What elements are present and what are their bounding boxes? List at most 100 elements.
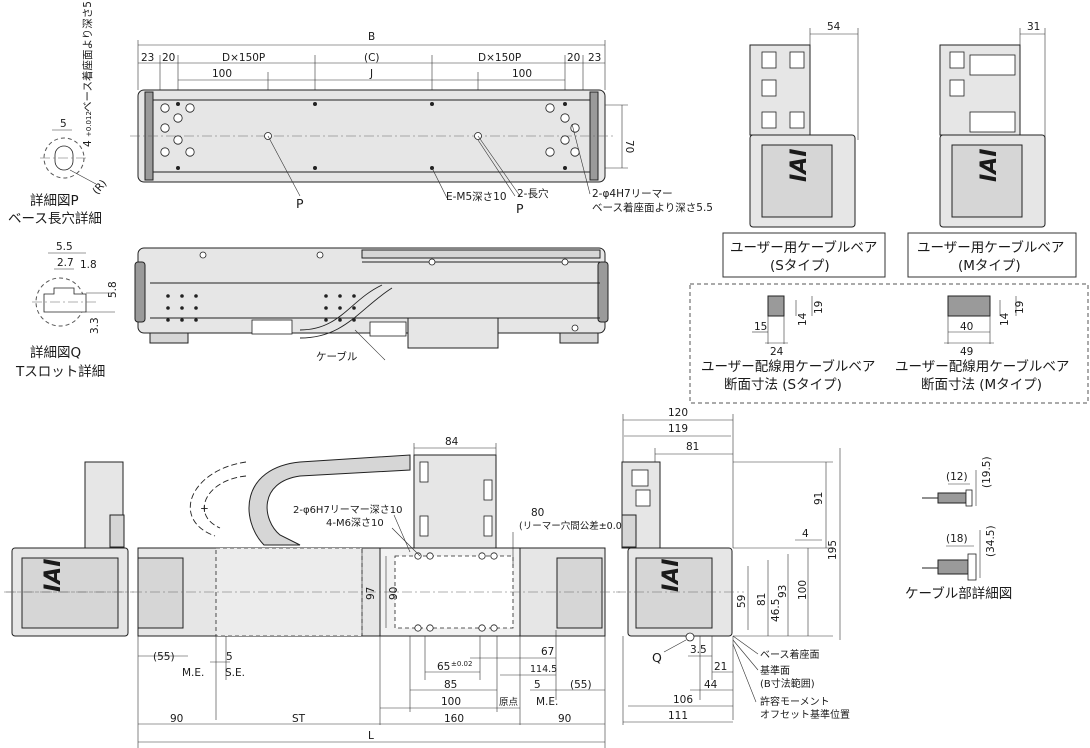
detail-p-subtitle: ベース長穴詳細 <box>8 211 102 227</box>
mounting-hole <box>563 166 567 170</box>
side-view-body <box>137 247 606 334</box>
cs-caption-m-2: 断面寸法 (Mタイプ) <box>921 377 1042 393</box>
mounting-hole <box>430 102 434 106</box>
cable-dim-19-5: (19.5) <box>981 456 993 488</box>
dim-65: 65 <box>437 661 450 673</box>
cs-m-h2: 19 <box>1014 301 1026 314</box>
dim-160: 160 <box>444 713 464 725</box>
mounting-hole <box>313 102 317 106</box>
mounting-hole <box>570 147 580 157</box>
detail-p: 5 4 +0.012 ベース着座面より深さ5.5 (R) 詳細図P ベース長穴詳… <box>8 0 109 227</box>
caption-box-s <box>722 232 886 278</box>
dim-31: 31 <box>1027 21 1040 33</box>
detail-p-tolerance: +0.012 <box>85 111 93 137</box>
callout-long-hole: 2-長穴 <box>517 187 549 200</box>
detail-q-dim-1-8: 1.8 <box>80 259 97 271</box>
label-me-left: M.E. <box>182 667 204 679</box>
dim-dx150p-left: D×150P <box>222 52 265 64</box>
label-se: S.E. <box>225 667 245 679</box>
dim-54: 54 <box>827 21 841 33</box>
dim-67: 67 <box>541 646 554 658</box>
cs-caption-m-1: ユーザー配線用ケーブルベア <box>895 358 1069 375</box>
mounting-hole <box>426 624 434 632</box>
cable-detail: (12) (19.5) (18) (34.5) ケーブル部詳細図 <box>905 456 1012 602</box>
mounting-hole <box>570 123 580 133</box>
mounting-hole <box>352 306 356 310</box>
cable-label: ケーブル <box>316 350 357 363</box>
label-origin: 原点 <box>499 697 519 708</box>
dim-5-right: 5 <box>534 679 541 691</box>
dim-106: 106 <box>673 694 693 706</box>
mounting-hole <box>176 166 180 170</box>
mounting-hole <box>478 552 486 560</box>
dim-100-v: 100 <box>797 580 809 600</box>
bottom-left-end-view: IAI <box>4 461 134 637</box>
cable-dim-12: (12) <box>946 471 968 483</box>
mounting-hole <box>313 166 317 170</box>
end-view-m: 31 IAI ユーザー用ケーブルベア (Mタイプ) <box>907 21 1077 278</box>
svg-text:IAI: IAI <box>659 559 684 592</box>
caption-m-1: ユーザー用ケーブルベア <box>917 239 1064 256</box>
mounting-hole <box>194 318 198 322</box>
dim-23-left: 23 <box>141 52 154 64</box>
detail-q-dim-5-5: 5.5 <box>56 241 73 253</box>
dim-84: 84 <box>445 436 459 448</box>
caption-s-1: ユーザー用ケーブルベア <box>730 239 877 256</box>
caption-s-2: (Sタイプ) <box>770 258 830 274</box>
dim-j: J <box>369 68 373 80</box>
mounting-hole <box>324 318 328 322</box>
svg-text:IAI: IAI <box>977 149 1002 182</box>
end-view-s: 54 IAI ユーザー用ケーブルベア (Sタイプ) <box>722 21 886 278</box>
cable-cross-section: 15 24 14 19 40 49 14 19 ユーザー配線用ケーブルベア 断面… <box>689 283 1089 404</box>
dim-111: 111 <box>668 710 688 722</box>
label-p-right: P <box>516 201 524 216</box>
mounting-hole <box>160 123 170 133</box>
dim-80: 80 <box>531 507 544 519</box>
dim-20-left: 20 <box>162 52 175 64</box>
dim-91: 91 <box>813 492 825 505</box>
dim-st: ST <box>292 713 306 725</box>
bottom-right-end-view: 120 119 81 IAI 91 4 195 100 93 81 59 46.… <box>616 407 850 725</box>
svg-text:IAI: IAI <box>787 149 812 182</box>
dim-81-v: 81 <box>756 593 768 606</box>
detail-p-r: (R) <box>90 178 109 198</box>
dim-44: 44 <box>704 679 718 691</box>
detail-q-dim-5-8: 5.8 <box>107 281 119 298</box>
dim-21: 21 <box>714 661 727 673</box>
bottom-main-view: + 84 80 (リーマー穴間公差±0.02) 2-φ6H7リーマー深さ10 4… <box>6 436 632 748</box>
dim-4: 4 <box>802 528 809 540</box>
detail-p-depth: 4 <box>82 140 94 147</box>
dim-93: 93 <box>777 585 789 598</box>
note-moment-1: 許容モーメント <box>760 695 830 708</box>
mounting-hole <box>545 147 555 157</box>
cable-dim-18: (18) <box>946 533 968 545</box>
dim-23-right: 23 <box>588 52 601 64</box>
cross-section-frame <box>689 283 1089 404</box>
caption-box-m <box>907 232 1077 278</box>
mounting-hole <box>352 294 356 298</box>
label-me-right: M.E. <box>536 696 558 708</box>
mounting-hole <box>173 113 183 123</box>
cs-s-h2: 19 <box>813 301 825 314</box>
detail-p-title: 詳細図P <box>30 193 79 209</box>
dim-59: 59 <box>736 595 748 608</box>
mounting-hole <box>545 103 555 113</box>
mounting-hole <box>316 251 324 259</box>
cs-caption-s-1: ユーザー配線用ケーブルベア <box>701 358 875 375</box>
dim-70: 70 <box>623 140 635 153</box>
note-moment-2: オフセット基準位置 <box>760 708 850 721</box>
mounting-hole <box>160 147 170 157</box>
detail-q-dim-3-3: 3.3 <box>89 317 101 334</box>
label-p-left: P <box>296 196 304 211</box>
mounting-hole <box>338 318 342 322</box>
dim-114-5: 114.5 <box>530 664 557 675</box>
note-reamer-pitch: (リーマー穴間公差±0.02) <box>519 520 632 532</box>
dim-100: 100 <box>441 696 461 708</box>
mounting-hole <box>194 294 198 298</box>
dim-100-right: 100 <box>512 68 532 80</box>
dim-3-5: 3.5 <box>690 644 707 656</box>
callout-reamer-2: ベース着座面より深さ5.5 <box>592 201 713 214</box>
dim-81: 81 <box>686 441 699 453</box>
mounting-hole <box>561 258 569 266</box>
mounting-hole <box>324 294 328 298</box>
